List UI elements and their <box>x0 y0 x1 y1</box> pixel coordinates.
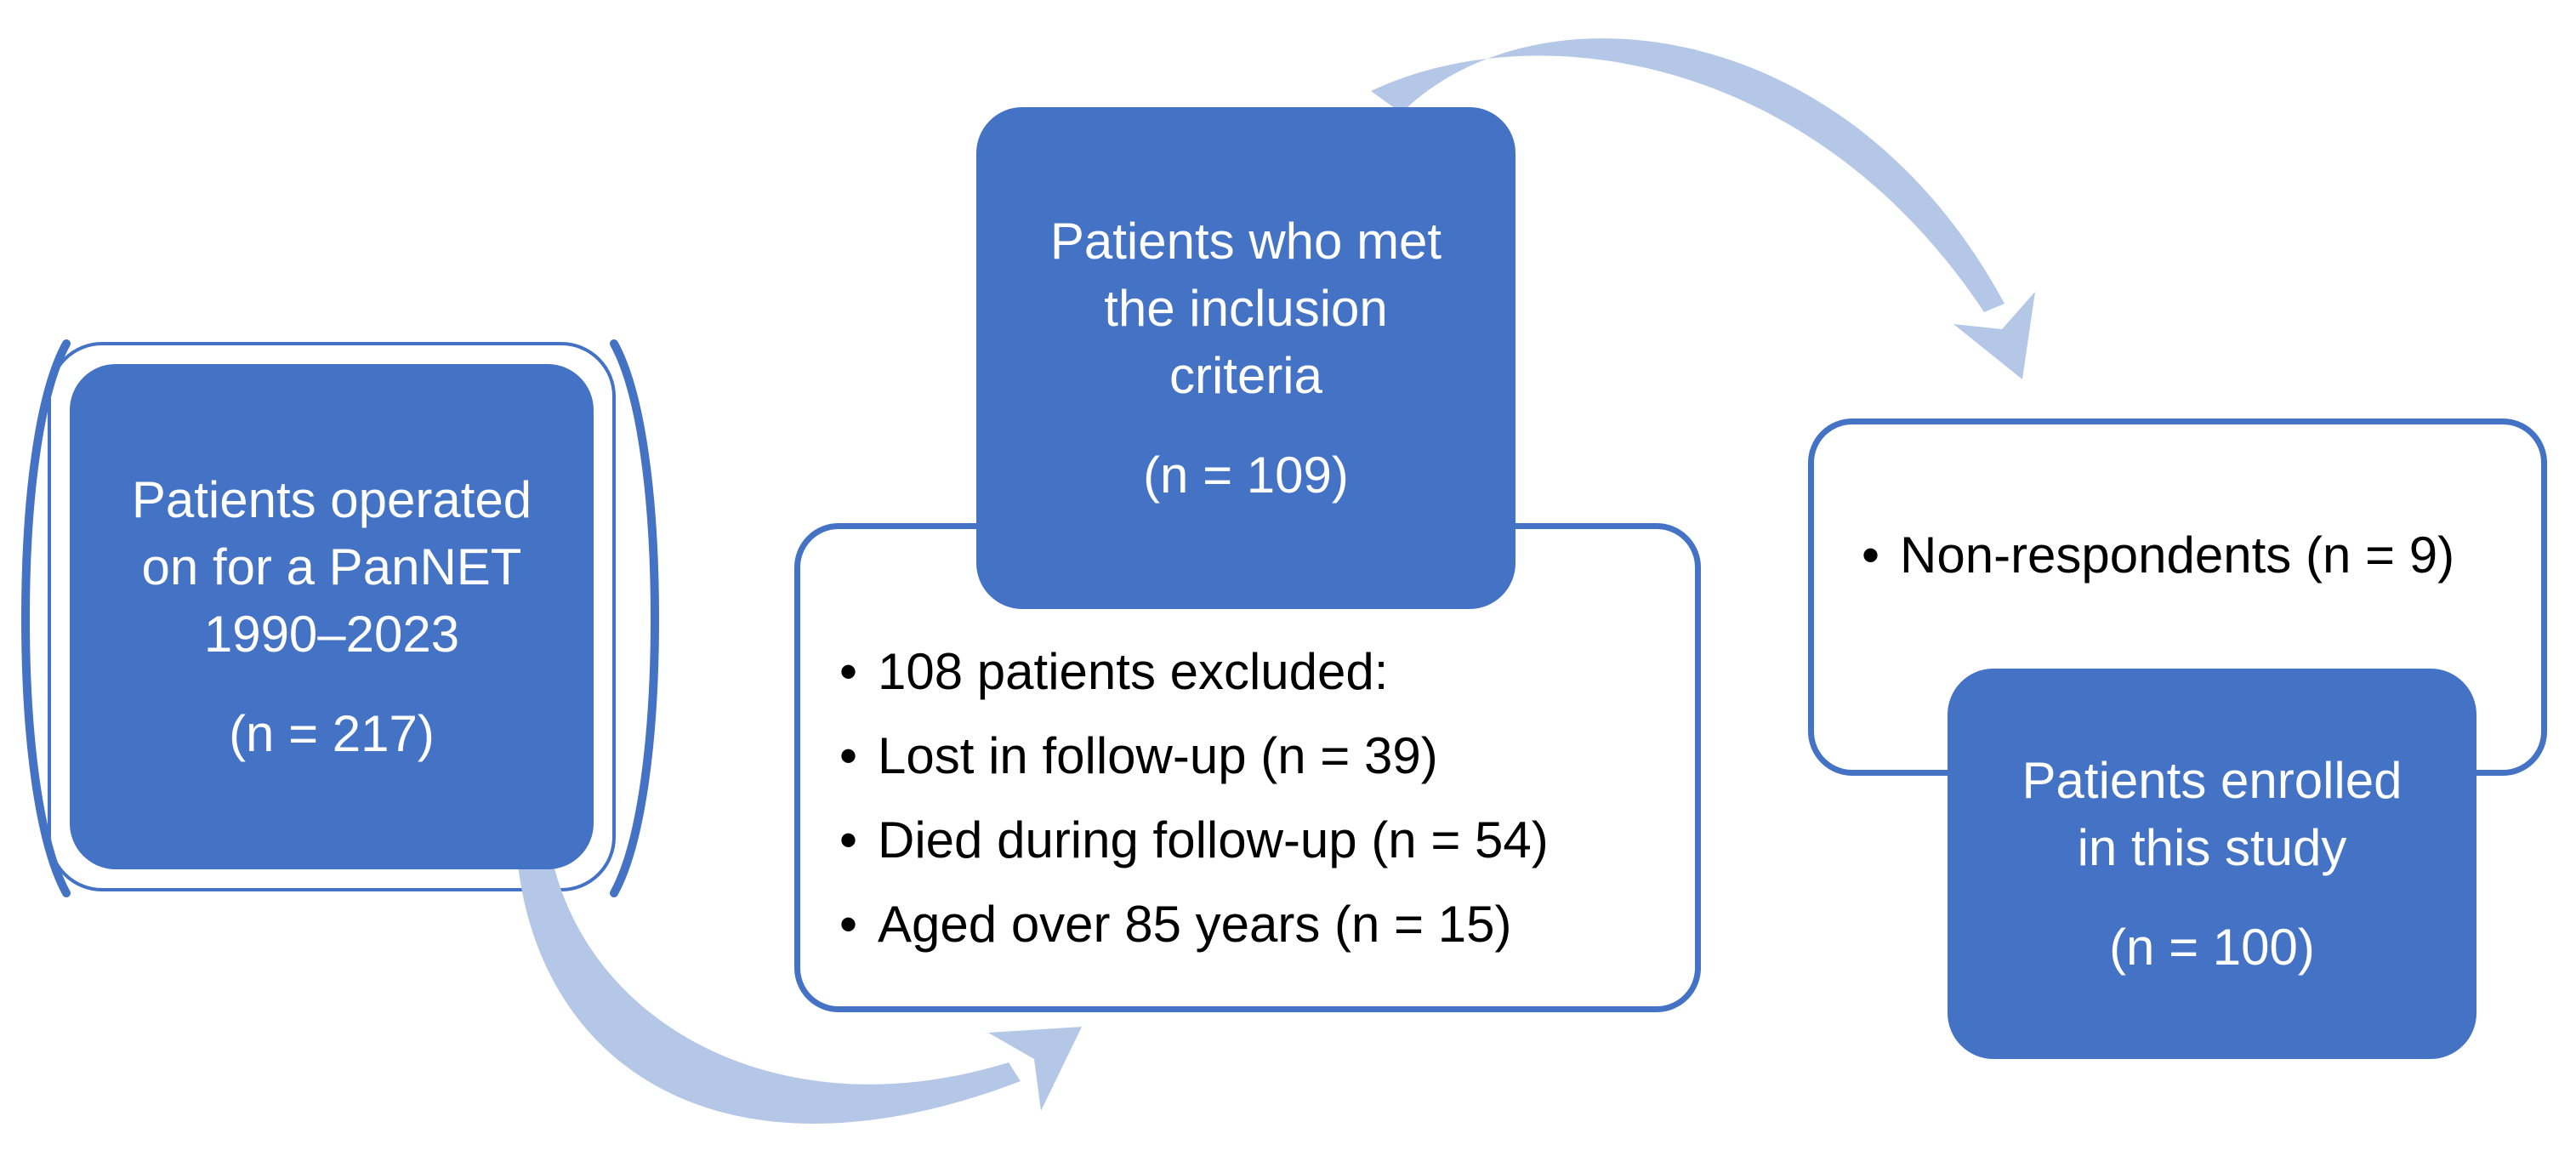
arrow-inclusion-to-nonrespondents-icon <box>1371 38 2035 379</box>
box-text: Patients who met the inclusion criteria … <box>1050 208 1442 509</box>
list-item: Aged over 85 years (n = 15) <box>839 882 1686 966</box>
list-item: Died during follow-up (n = 54) <box>839 798 1686 882</box>
box-inclusion-criteria: Patients who met the inclusion criteria … <box>976 107 1515 609</box>
bracket-right-icon <box>610 339 660 897</box>
count-label: (n = 217) <box>229 705 435 762</box>
title-line: on for a PanNET <box>141 538 522 595</box>
box-patients-operated: Patients operated on for a PanNET 1990–2… <box>70 364 594 869</box>
title-line: the inclusion <box>1104 280 1388 337</box>
box-excluded-list: 108 patients excluded: Lost in follow-up… <box>794 523 1701 1012</box>
title-line: in this study <box>2077 819 2347 876</box>
box-patients-enrolled: Patients enrolled in this study (n = 100… <box>1948 669 2476 1059</box>
non-respondents-list: Non-respondents (n = 9) <box>1862 513 2454 597</box>
list-item: Lost in follow-up (n = 39) <box>839 714 1686 798</box>
list-item: 108 patients excluded: <box>839 629 1686 714</box>
bracket-left-icon <box>20 339 71 897</box>
box-text: Patients operated on for a PanNET 1990–2… <box>132 466 532 767</box>
title-line: Patients who met <box>1049 213 1442 270</box>
title-line: Patients operated <box>131 471 532 528</box>
arrow-operated-to-excluded-icon <box>517 854 1082 1124</box>
list-item: Non-respondents (n = 9) <box>1862 513 2454 597</box>
title-line: criteria <box>1169 347 1322 404</box>
arrow-curve-2 <box>1371 38 2005 312</box>
arrow-curve-1 <box>517 854 1021 1124</box>
arrow-head-1-icon <box>988 1027 1082 1111</box>
excluded-list: 108 patients excluded: Lost in follow-up… <box>800 529 1695 966</box>
title-line: Patients enrolled <box>2022 752 2403 809</box>
count-label: (n = 100) <box>2109 919 2315 976</box>
title-line: 1990–2023 <box>203 606 460 663</box>
box-text: Patients enrolled in this study (n = 100… <box>2022 747 2403 981</box>
arrow-head-2-icon <box>1953 292 2035 379</box>
count-label: (n = 109) <box>1143 447 1349 504</box>
